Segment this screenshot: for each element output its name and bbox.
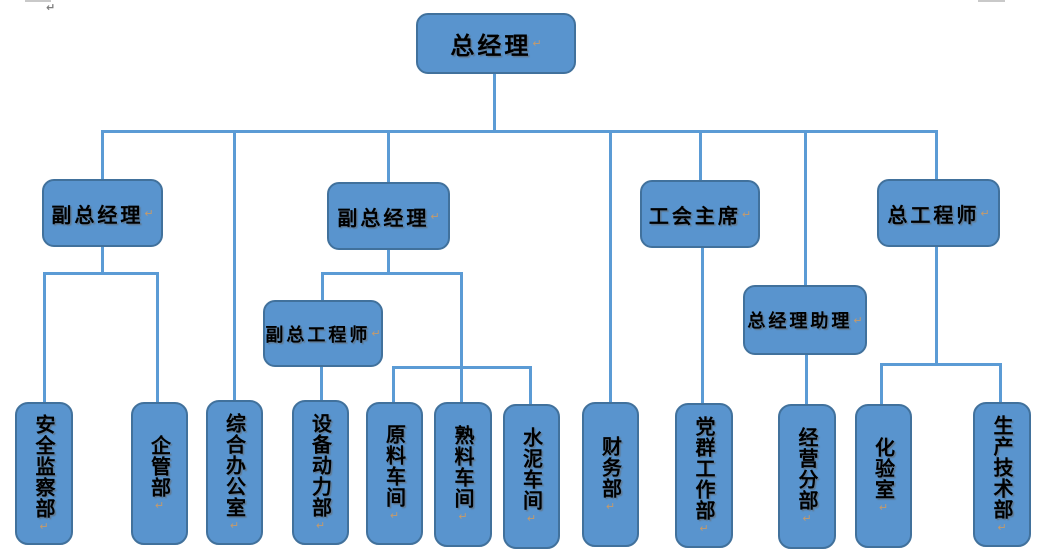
page-edge-line-left xyxy=(25,0,51,2)
connector-drop-laboratory xyxy=(880,363,883,405)
org-node-deputy-gm-1[interactable]: 副总经理↵ xyxy=(42,179,163,247)
org-node-gm-assistant[interactable]: 总经理助理↵ xyxy=(743,285,867,355)
paragraph-mark: ↵ xyxy=(153,498,166,513)
connector-workshops-bar xyxy=(392,366,532,369)
connector-chief-engineer-stem xyxy=(935,247,938,366)
connector-drop-production-tech xyxy=(999,363,1002,403)
node-label: 企管部 xyxy=(147,434,172,498)
org-node-raw-material-workshop[interactable]: 原料车间↵ xyxy=(366,402,423,545)
connector-drop-enterprise-mgmt xyxy=(156,272,159,403)
connector-drop-cement xyxy=(529,366,532,405)
node-label: 原料车间 xyxy=(382,424,407,508)
node-label: 化验室 xyxy=(871,437,896,500)
org-node-party-mass-work-dept[interactable]: 党群工作部↵ xyxy=(675,403,733,548)
node-label: 工会主席 xyxy=(648,203,741,228)
paragraph-mark-top-left: ↵ xyxy=(46,1,56,14)
node-label: 副总经理 xyxy=(51,202,144,227)
paragraph-mark: ↵ xyxy=(371,327,381,340)
org-node-chief-engineer[interactable]: 总工程师↵ xyxy=(877,179,1000,247)
connector-drop-operations xyxy=(805,355,808,405)
node-label: 综合办公室 xyxy=(222,412,247,518)
paragraph-mark: ↵ xyxy=(697,521,711,536)
paragraph-mark: ↵ xyxy=(800,512,814,526)
org-node-equipment-power-dept[interactable]: 设备动力部↵ xyxy=(292,400,349,545)
paragraph-mark: ↵ xyxy=(430,209,440,223)
node-label: 总经理助理 xyxy=(747,311,853,332)
connector-chief-engineer-bar xyxy=(880,363,1002,366)
org-node-finance-dept[interactable]: 财务部↵ xyxy=(582,402,639,547)
connector-drop-union-chairman xyxy=(699,130,702,181)
connector-deputy-gm-2-bar xyxy=(321,272,463,275)
connector-drop-chief-engineer xyxy=(935,130,938,180)
paragraph-mark: ↵ xyxy=(877,501,890,515)
node-label: 副总工程师 xyxy=(265,324,371,346)
paragraph-mark: ↵ xyxy=(314,518,327,533)
org-node-general-manager[interactable]: 总经理↵ xyxy=(416,13,576,74)
connector-drop-equipment-power xyxy=(320,367,323,402)
connector-drop-general-office xyxy=(233,130,236,401)
node-label: 总工程师 xyxy=(887,202,980,227)
org-node-production-tech-dept[interactable]: 生产技术部↵ xyxy=(973,402,1031,547)
node-label: 安全监察部 xyxy=(32,413,56,519)
paragraph-mark: ↵ xyxy=(604,499,617,514)
connector-drop-raw-material xyxy=(392,366,395,403)
connector-drop-party-mass xyxy=(701,248,704,404)
node-label: 财务部 xyxy=(598,435,623,499)
org-node-clinker-workshop[interactable]: 熟料车间↵ xyxy=(434,402,492,547)
node-label: 党群工作部 xyxy=(692,415,716,521)
org-node-deputy-gm-2[interactable]: 副总经理↵ xyxy=(327,182,450,250)
org-node-laboratory[interactable]: 化验室↵ xyxy=(855,404,912,548)
connector-drop-finance-dept xyxy=(609,130,612,403)
connector-drop-safety-dept xyxy=(43,272,46,403)
connector-deputy-gm-1-bar xyxy=(43,272,159,275)
paragraph-mark: ↵ xyxy=(388,509,401,523)
page-edge-line-right xyxy=(978,0,1005,2)
connector-drop-deputy-gm-2 xyxy=(387,130,390,182)
paragraph-mark: ↵ xyxy=(456,510,470,524)
node-label: 生产技术部 xyxy=(990,414,1014,520)
connector-trunk xyxy=(101,130,938,133)
node-label: 副总经理 xyxy=(337,205,430,230)
paragraph-mark: ↵ xyxy=(980,206,990,220)
connector-drop-deputy-gm-1 xyxy=(101,130,104,180)
connector-drop-gm-assistant xyxy=(804,130,807,286)
paragraph-mark: ↵ xyxy=(995,520,1009,535)
org-node-deputy-chief-engineer[interactable]: 副总工程师↵ xyxy=(263,300,383,367)
org-node-operations-division[interactable]: 经营分部↵ xyxy=(778,404,836,549)
paragraph-mark: ↵ xyxy=(532,37,542,50)
connector-drop-deputy-chief-engineer xyxy=(321,272,324,301)
paragraph-mark: ↵ xyxy=(853,313,863,327)
org-node-enterprise-mgmt-dept[interactable]: 企管部↵ xyxy=(131,402,188,545)
org-node-cement-workshop[interactable]: 水泥车间↵ xyxy=(503,404,560,549)
paragraph-mark: ↵ xyxy=(37,519,51,534)
node-label: 经营分部 xyxy=(795,427,819,511)
org-node-general-office[interactable]: 综合办公室↵ xyxy=(206,400,263,545)
paragraph-mark: ↵ xyxy=(741,207,752,221)
node-label: 总经理 xyxy=(450,32,532,60)
paragraph-mark: ↵ xyxy=(228,518,241,533)
org-node-safety-supervision-dept[interactable]: 安全监察部↵ xyxy=(15,402,73,545)
paragraph-mark: ↵ xyxy=(144,206,154,220)
node-label: 设备动力部 xyxy=(308,412,333,518)
paragraph-mark: ↵ xyxy=(525,512,538,526)
connector-deputy-gm-1-stem xyxy=(101,247,104,274)
connector-workshops-feed xyxy=(460,272,463,403)
connector-root-stem xyxy=(493,74,496,131)
connector-deputy-gm-2-stem xyxy=(387,250,390,274)
org-node-union-chairman[interactable]: 工会主席↵ xyxy=(640,180,760,248)
node-label: 熟料车间 xyxy=(451,425,475,509)
node-label: 水泥车间 xyxy=(519,427,544,511)
